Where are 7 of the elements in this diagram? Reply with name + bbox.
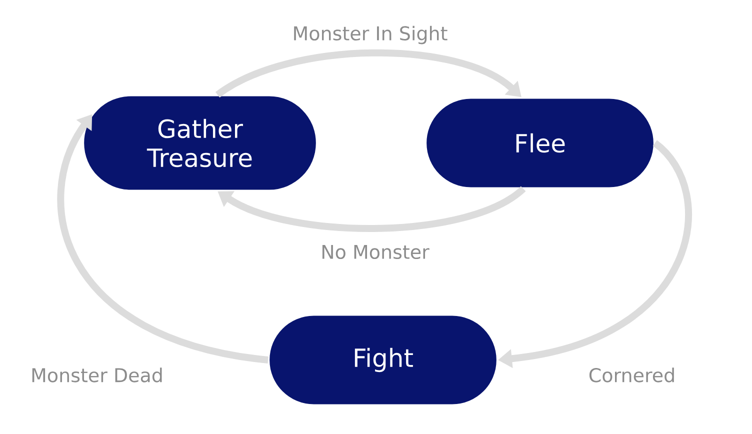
edge-label: Cornered <box>587 366 677 384</box>
state-box: Fight <box>268 314 498 406</box>
state-box: Gather Treasure <box>82 94 318 192</box>
state-box: Flee <box>425 97 655 189</box>
edge-label: Monster Dead <box>30 366 164 384</box>
edge-label: No Monster <box>320 244 430 260</box>
edge-label: Monster In Sight <box>291 24 449 46</box>
